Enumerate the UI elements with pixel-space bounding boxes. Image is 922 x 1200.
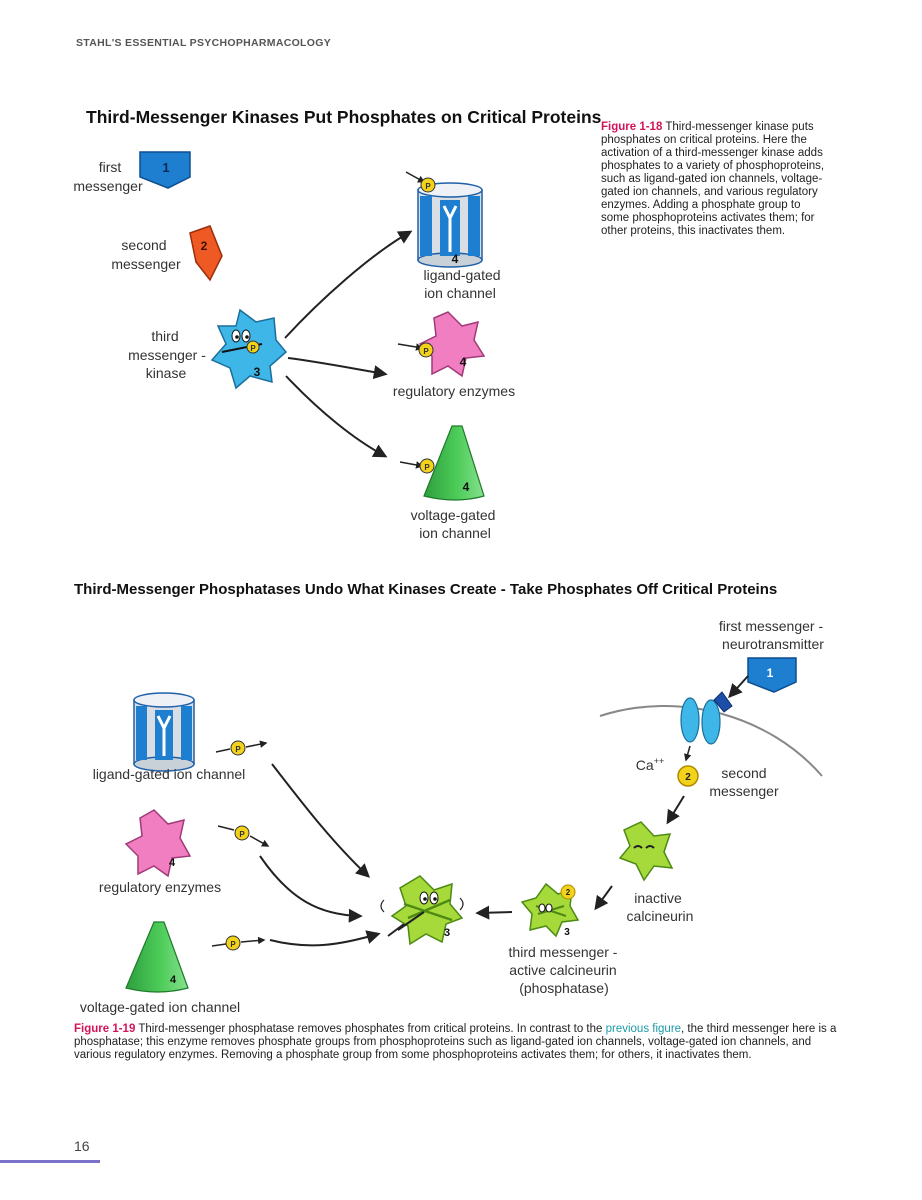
f18-badge-3: 3 (254, 365, 261, 379)
f19-phosphatase-badge-3: 3 (444, 927, 450, 939)
f19-arrow-to-receptor (728, 675, 749, 699)
f18-first-messenger-shape: 1 (139, 151, 191, 189)
f18-third-messenger-label-3: kinase (146, 365, 187, 381)
f19-regulatory-badge-4: 4 (169, 857, 176, 869)
f19-active-calcineurin: 2 3 (520, 882, 580, 938)
figure-18-caption-text: Third-messenger kinase puts phosphates o… (601, 121, 825, 237)
f19-active-label-1: third messenger - (509, 944, 618, 960)
f18-ligand-badge-4: 4 (452, 252, 459, 266)
f19-cell-membrane (599, 705, 823, 777)
f19-arrow-regulatory-to-phosphatase (259, 855, 363, 923)
f19-phosphatase: 3 (380, 875, 464, 946)
f18-voltage-label-2: ion channel (419, 525, 491, 541)
figure-18-title: Third-Messenger Kinases Put Phosphates o… (86, 107, 602, 127)
f19-inactive-label-2: calcineurin (627, 908, 694, 924)
f18-regulatory-enzyme: P 4 (397, 311, 486, 378)
f18-arrow-to-regulatory (287, 357, 388, 380)
f19-arrow-ligand-to-phosphatase (271, 763, 371, 878)
f18-second-messenger-shape: 2 (189, 225, 223, 282)
f19-regulatory-enzyme: 4 (124, 809, 192, 878)
f18-voltage-label-1: voltage-gated (411, 507, 496, 523)
f19-first-messenger-label-2: neurotransmitter (722, 636, 824, 652)
f19-arrow-to-phosphatase (475, 905, 513, 920)
f18-regulatory-badge-4: 4 (460, 355, 467, 369)
f19-arrow-to-calcium (684, 745, 692, 762)
f19-calcium-ion: 2 (677, 765, 699, 787)
f19-ca-superscript: ++ (654, 756, 665, 766)
previous-figure-link[interactable]: previous figure (605, 1023, 682, 1035)
f18-arrow-to-voltage (285, 375, 388, 458)
f19-ligand-label: ligand-gated ion channel (93, 766, 246, 782)
f19-arrow-to-active (594, 885, 613, 911)
f18-kinase-phosphate: P (250, 344, 256, 353)
figure-19-number: Figure 1-19 (74, 1023, 136, 1035)
f19-arrow-voltage-to-phosphatase (269, 930, 381, 947)
f19-regulatory-label: regulatory enzymes (99, 879, 221, 895)
f18-regulatory-phosphate: P (423, 347, 429, 356)
f18-arrow-to-ligand (284, 230, 413, 339)
f19-second-messenger-label-1: second (721, 765, 766, 781)
f18-voltage-gated-channel: P 4 (399, 425, 485, 501)
f19-ligand-phosphate: P (235, 745, 241, 754)
f19-voltage-badge-4: 4 (170, 974, 177, 986)
f18-third-messenger-label-1: third (151, 328, 178, 344)
figure-19-caption-text-b: , the third messenger here is a phosphat… (74, 1023, 837, 1061)
f18-regulatory-label: regulatory enzymes (393, 383, 515, 399)
f19-ligand-phosphate-group: P (215, 740, 268, 756)
f18-ligand-gated-channel: 4 P (405, 171, 483, 268)
figure-18-number: Figure 1-18 (601, 121, 663, 133)
f18-second-messenger-label-2: messenger (111, 256, 181, 272)
f18-badge-2: 2 (201, 239, 208, 253)
f19-active-badge-2: 2 (566, 888, 571, 897)
f19-first-messenger-label-1: first messenger - (719, 618, 824, 634)
f19-active-label-2: active calcineurin (509, 962, 616, 978)
f19-arrow-to-calcineurin (666, 795, 685, 825)
f18-first-messenger-label-1: first (99, 159, 122, 175)
f19-ca-label: Ca++ (636, 756, 664, 773)
f19-voltage-label: voltage-gated ion channel (80, 999, 240, 1015)
f19-inactive-calcineurin (618, 821, 674, 882)
page-number: 16 (74, 1138, 90, 1154)
f18-ligand-label-2: ion channel (424, 285, 496, 301)
f19-voltage-phosphate-group: P (211, 935, 266, 951)
f19-voltage-phosphate: P (230, 940, 236, 949)
figure-19-caption-text-a: Third-messenger phosphatase removes phos… (135, 1023, 606, 1035)
f19-first-messenger-shape: 1 (747, 657, 797, 693)
f18-voltage-badge-4: 4 (463, 480, 470, 494)
f19-regulatory-phosphate-group: P (217, 825, 270, 847)
figure-18-caption: Figure 1-18 Third-messenger kinase puts … (601, 121, 831, 238)
f19-ligand-gated-channel (133, 692, 195, 772)
f19-second-messenger-label-2: messenger (709, 783, 779, 799)
f19-inactive-label-1: inactive (634, 890, 682, 906)
f19-regulatory-phosphate: P (239, 830, 245, 839)
f19-receptor (680, 691, 733, 745)
f19-badge-1: 1 (767, 666, 774, 680)
f18-kinase-shape: P 3 (210, 308, 288, 390)
f18-badge-1: 1 (162, 160, 169, 175)
f18-ligand-label-1: ligand-gated (423, 267, 500, 283)
f18-second-messenger-label-1: second (121, 237, 166, 253)
f18-third-messenger-label-2: messenger - (128, 347, 206, 363)
f18-ligand-phosphate: P (425, 182, 431, 191)
running-head: STAHL'S ESSENTIAL PSYCHOPHARMACOLOGY (76, 37, 332, 49)
f18-first-messenger-label-2: messenger (73, 178, 143, 194)
figure-19-caption: Figure 1-19 Third-messenger phosphatase … (74, 1023, 844, 1062)
f19-active-label-3: (phosphatase) (519, 980, 609, 996)
f19-active-badge-3: 3 (564, 927, 570, 938)
f19-ca-text: Ca (636, 757, 654, 773)
f18-voltage-phosphate: P (424, 463, 430, 472)
f19-badge-2: 2 (685, 772, 691, 783)
f19-voltage-gated-channel: 4 (125, 921, 189, 993)
page-rule (0, 1160, 100, 1163)
figure-19-title: Third-Messenger Phosphatases Undo What K… (74, 581, 778, 598)
